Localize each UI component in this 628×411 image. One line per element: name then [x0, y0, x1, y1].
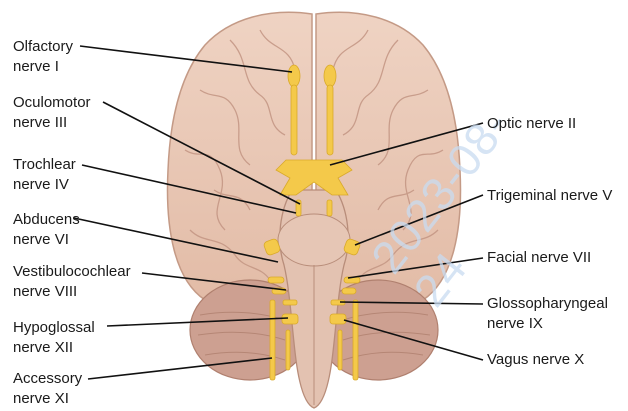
- label-trigeminal: Trigeminal nerve V: [487, 186, 612, 206]
- label-vagus: Vagus nerve X: [487, 350, 584, 370]
- label-optic: Optic nerve II: [487, 114, 576, 134]
- label-facial: Facial nerve VII: [487, 248, 591, 268]
